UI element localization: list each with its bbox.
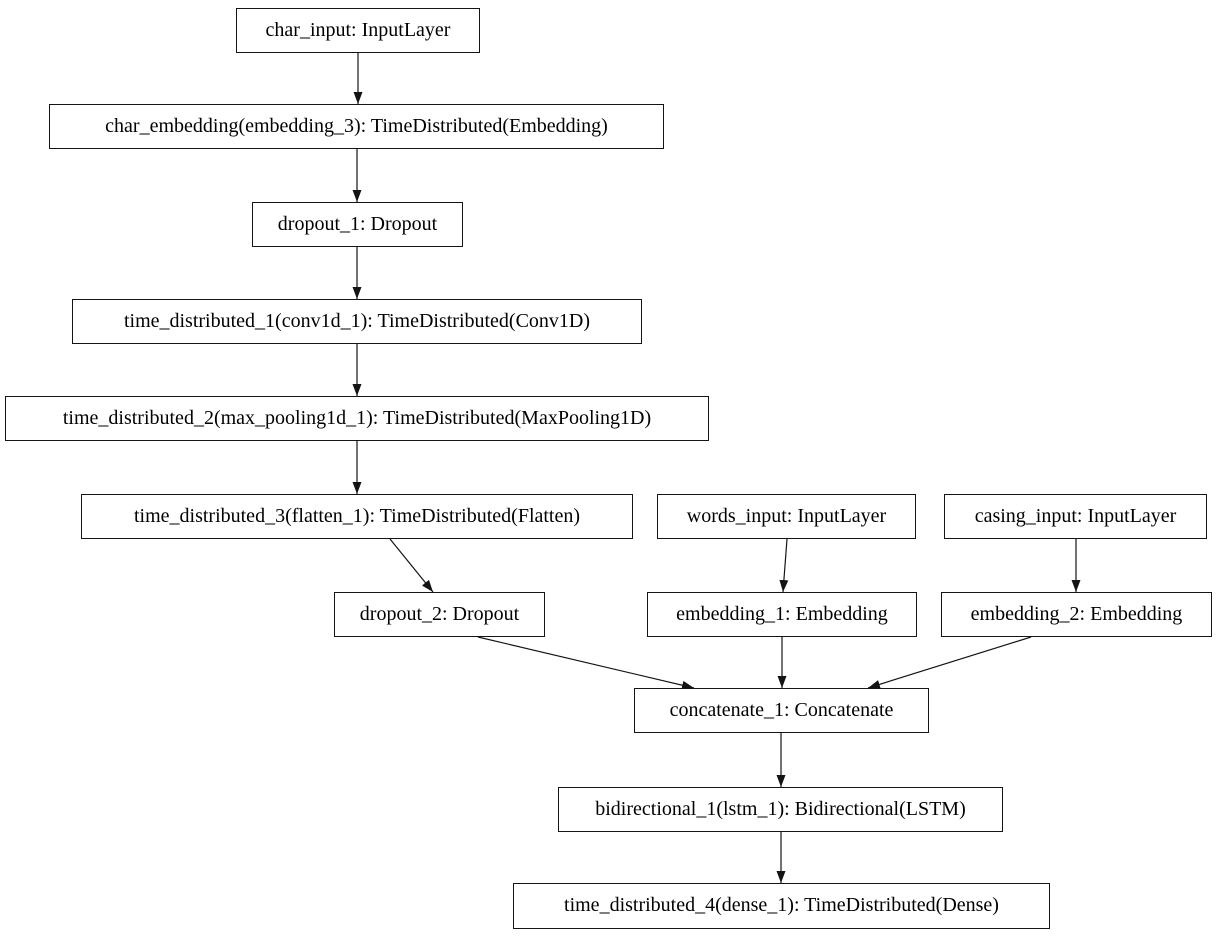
node-dropout-1: dropout_1: Dropout: [252, 202, 463, 247]
node-concatenate-1: concatenate_1: Concatenate: [634, 688, 929, 733]
node-char-embedding: char_embedding(embedding_3): TimeDistrib…: [49, 104, 664, 149]
node-time-distributed-2: time_distributed_2(max_pooling1d_1): Tim…: [5, 396, 709, 441]
node-words-input: words_input: InputLayer: [657, 494, 916, 539]
edge-embedding-2-to-concatenate-1: [867, 636, 1032, 689]
edge-dropout-2-to-concatenate-1: [477, 636, 695, 690]
node-time-distributed-1: time_distributed_1(conv1d_1): TimeDistri…: [72, 299, 642, 344]
edge-words-input-to-embedding-1: [779, 538, 789, 593]
node-embedding-1: embedding_1: Embedding: [647, 592, 917, 637]
node-char-input: char_input: InputLayer: [236, 8, 480, 53]
node-casing-input: casing_input: InputLayer: [944, 494, 1207, 539]
edge-time-distributed-3-to-dropout-2: [389, 538, 434, 593]
node-time-distributed-4: time_distributed_4(dense_1): TimeDistrib…: [513, 883, 1050, 929]
node-time-distributed-3: time_distributed_3(flatten_1): TimeDistr…: [81, 494, 633, 539]
node-dropout-2: dropout_2: Dropout: [334, 592, 545, 637]
node-bidirectional-1: bidirectional_1(lstm_1): Bidirectional(L…: [558, 787, 1003, 832]
node-embedding-2: embedding_2: Embedding: [941, 592, 1212, 637]
